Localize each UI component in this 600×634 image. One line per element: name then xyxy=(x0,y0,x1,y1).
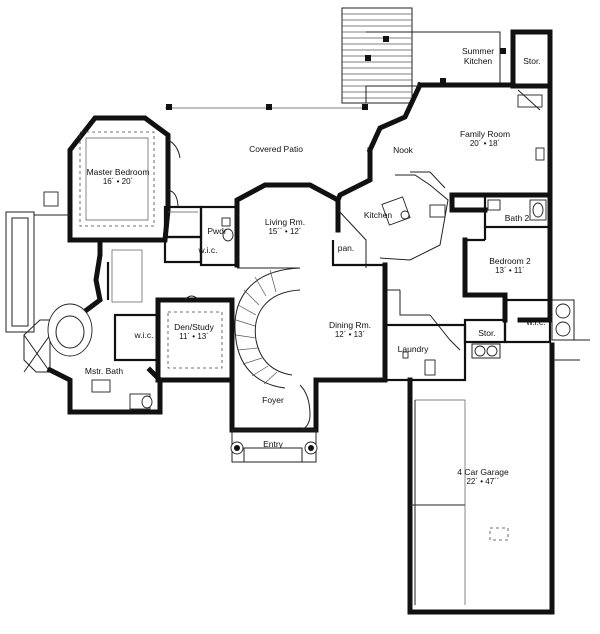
master-bath-label: Mstr. Bath xyxy=(84,366,124,376)
wic-bed2-label: w.i.c. xyxy=(526,317,546,327)
dining-room-walls xyxy=(313,262,388,383)
den-study-name: Den/Study xyxy=(174,322,214,332)
den-study-label: Den/Study 11´ • 13´ xyxy=(166,322,222,342)
bath2-label: Bath 2 xyxy=(504,213,530,223)
nook-label: Nook xyxy=(393,145,413,155)
covered-patio-label: Covered Patio xyxy=(249,144,303,154)
bedroom2-name: Bedroom 2 xyxy=(489,256,531,266)
master-bedroom-name: Master Bedroom xyxy=(86,167,150,177)
storage-mid-label: Stor. xyxy=(478,328,496,338)
nook-kitchen-walls xyxy=(331,147,449,268)
bedroom2-dim: 13´ • 11´ xyxy=(495,266,525,275)
bedroom2-label: Bedroom 2 13´ • 11´ xyxy=(480,256,540,276)
master-balcony xyxy=(5,191,70,333)
pantry-label: pan. xyxy=(337,243,355,253)
dining-room-name: Dining Rm. xyxy=(328,320,372,330)
dining-room-dim: 12´ • 13´ xyxy=(334,330,366,339)
master-bath-walls xyxy=(23,237,163,415)
summer-kitchen-walls xyxy=(365,29,553,198)
garage-label: 4 Car Garage 22´ • 47´´ xyxy=(448,467,518,487)
spiral-stair xyxy=(234,267,301,389)
living-room-name: Living Rm. xyxy=(264,217,306,227)
summer-kitchen-label: Summer Kitchen xyxy=(461,46,495,66)
living-room-label: Living Rm. 15´´ • 12´ xyxy=(253,217,317,237)
family-room-label: Family Room 20´ • 18´ xyxy=(450,129,520,149)
master-bedroom-dim: 16´ • 20´ xyxy=(102,177,134,186)
patio-columns xyxy=(165,104,368,110)
laundry-label: Laundry xyxy=(397,344,429,354)
family-room-dim: 20´ • 18´ xyxy=(469,139,501,148)
powder-label: Pwdr xyxy=(207,226,227,236)
master-bedroom-walls xyxy=(67,115,181,243)
den-study-dim: 11´ • 13´ xyxy=(179,332,209,341)
storage-top-label: Stor. xyxy=(523,56,541,66)
wic-bed2-walls xyxy=(463,298,590,344)
family-room-name: Family Room xyxy=(459,129,511,139)
master-bedroom-label: Master Bedroom 16´ • 20´ xyxy=(80,167,156,187)
wic-den-label: w.i.c. xyxy=(134,330,154,340)
foyer-walls xyxy=(229,297,319,463)
dining-room-label: Dining Rm. 12´ • 13´ xyxy=(320,320,380,340)
garage-name: 4 Car Garage xyxy=(457,467,509,477)
rear-stairs xyxy=(341,7,413,104)
powder-walls xyxy=(199,205,239,267)
garage-dim: 22´ • 47´´ xyxy=(466,477,500,486)
living-room-walls xyxy=(234,182,341,269)
foyer-label: Foyer xyxy=(262,395,284,405)
entry-label: Entry xyxy=(263,439,283,449)
garage-walls xyxy=(407,342,580,615)
kitchen-label: Kitchen xyxy=(363,210,393,220)
living-room-dim: 15´´ • 12´ xyxy=(268,227,302,236)
wic-master-label: w.i.c. xyxy=(198,245,218,255)
